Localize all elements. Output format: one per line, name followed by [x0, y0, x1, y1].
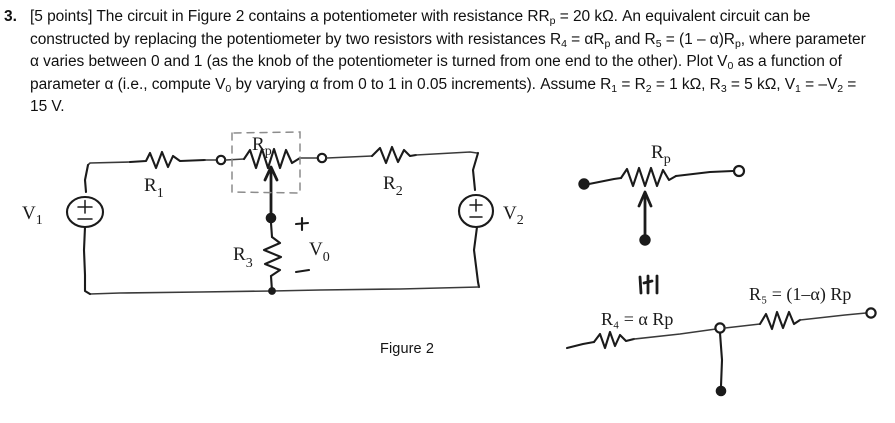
label-rp-main: Rp [252, 134, 272, 159]
eq-wire-r5-to-terminal [799, 312, 867, 321]
wire-wiper-to-r3 [269, 221, 274, 239]
v0-subscript-2: 0 [225, 82, 232, 95]
resistor-r4 [592, 330, 636, 350]
eq-wire-center-tap [718, 331, 724, 388]
rp-value: = 20 kΩ. An equivalent [555, 8, 716, 25]
problem-line-2a: circuit can be constructed by replacing … [30, 8, 811, 48]
resistor-r5 [758, 310, 802, 331]
problem-line-3b: = (1 – α)R [661, 30, 735, 48]
node-b [316, 152, 328, 164]
problem-line-5e: = –V [800, 75, 838, 93]
problem-line-5b: = R [617, 75, 646, 93]
resistor-r1 [128, 150, 207, 170]
problem-line-4c: by varying α [231, 75, 319, 93]
node-a [215, 154, 227, 166]
problem-line-5d: = 5 kΩ, V [726, 75, 796, 93]
wire-node-b-to-r2 [326, 155, 373, 159]
r2-subscript: 2 [645, 82, 652, 95]
wire-r3-to-bottom [269, 274, 274, 293]
points-tag: [5 points] [30, 8, 93, 25]
pot-resistor-symbol [619, 166, 678, 188]
rp-subscript-3: p [734, 37, 741, 50]
problem-line-5f: = 15 V. [30, 75, 857, 116]
eq-node-center [714, 322, 726, 334]
wire-right-lower [472, 225, 481, 289]
pot-wire-left [587, 176, 623, 186]
problem-statement: 3. [5 points] The circuit in Figure 2 co… [0, 6, 895, 119]
rp-subscript-1: p [549, 14, 556, 27]
voltage-source-v2-symbol [457, 193, 495, 229]
label-v2: V2 [503, 203, 524, 228]
label-v1: V1 [22, 203, 43, 228]
problem-number: 3. [4, 8, 17, 25]
wire-right-upper [471, 151, 480, 192]
main-circuit-diagram: V1 V2 R1 R2 R3 Rp V0 [22, 131, 524, 296]
r3-subscript: 3 [720, 82, 727, 95]
wire-bottom-right [271, 286, 480, 292]
eq-terminal-right [865, 307, 877, 319]
problem-line-3c: , where parameter α varies between 0 and… [30, 30, 866, 71]
label-v0: V0 [309, 239, 330, 265]
v1-plus-sign [77, 199, 93, 214]
wire-bottom-left-corner [83, 283, 92, 296]
resistor-r3 [262, 235, 283, 278]
r4-subscript: 4 [561, 37, 567, 50]
resistor-r2 [370, 145, 418, 165]
wire-left-upper [83, 163, 90, 194]
figure-caption: Figure 2 [380, 341, 434, 357]
node-bottom-mid [268, 287, 276, 295]
eq-wire-node-to-r5 [724, 323, 761, 329]
eq-wire-r4-to-node [633, 328, 717, 340]
problem-line-1: The circuit in Figure 2 contains a poten… [96, 8, 539, 25]
label-r4-expression: R₄ = α Rp [601, 309, 673, 329]
voltage-source-v1-symbol [65, 195, 105, 229]
problem-line-2b: = αR [566, 30, 605, 48]
problem-line-3a: and R [614, 30, 656, 48]
problem-line-5a: from 0 to 1 in 0.05 increments). Assume … [323, 75, 612, 93]
pot-terminal-left [578, 178, 590, 190]
pot-terminal-right [732, 164, 746, 178]
wiper-arrowhead [263, 165, 279, 182]
wire-left-lower [82, 225, 87, 287]
v1-subscript: 1 [795, 82, 801, 95]
v2-subscript: 2 [837, 82, 844, 95]
label-rp-equivalent: Rp [651, 142, 671, 167]
v2-plus-sign [469, 198, 483, 212]
equivalent-circuit-diagram: Rp R₄ = α Rp [565, 142, 877, 397]
wire-node-a-to-pot [225, 158, 245, 161]
v0-subscript-1: 0 [727, 60, 734, 73]
wire-top-left [87, 161, 131, 166]
v0-plus-marker [294, 216, 310, 232]
eq-terminal-wiper [715, 385, 727, 397]
pot-terminal-wiper [639, 234, 651, 246]
label-r2: R2 [383, 173, 403, 199]
problem-line-4a: turned from one end to the other). Plot … [452, 53, 728, 71]
node-wiper [265, 212, 277, 224]
r5-subscript: 5 [655, 37, 662, 50]
pot-wiper-arrowhead [637, 190, 653, 208]
resistor-rp [242, 147, 302, 170]
rp-subscript-2: p [604, 37, 611, 50]
v0-minus-marker [294, 268, 311, 274]
eq-wire-far-left [565, 340, 596, 350]
label-r3: R3 [233, 244, 253, 271]
equivalence-mark [638, 274, 659, 295]
problem-line-5c: = 1 kΩ, R [651, 75, 721, 93]
r1-subscript: 1 [611, 82, 618, 95]
label-r1: R1 [144, 175, 164, 201]
wire-r2-to-right-corner [415, 151, 478, 156]
problem-text: [5 points] The circuit in Figure 2 conta… [30, 8, 866, 116]
label-r5-expression: R₅ = (1–α) Rp [749, 284, 851, 305]
wire-bottom-left [89, 290, 273, 295]
problem-line-4b: as a function of parameter α (i.e., comp… [30, 53, 842, 93]
pot-wire-right [674, 169, 735, 178]
potentiometer-dashed-box [231, 131, 301, 194]
